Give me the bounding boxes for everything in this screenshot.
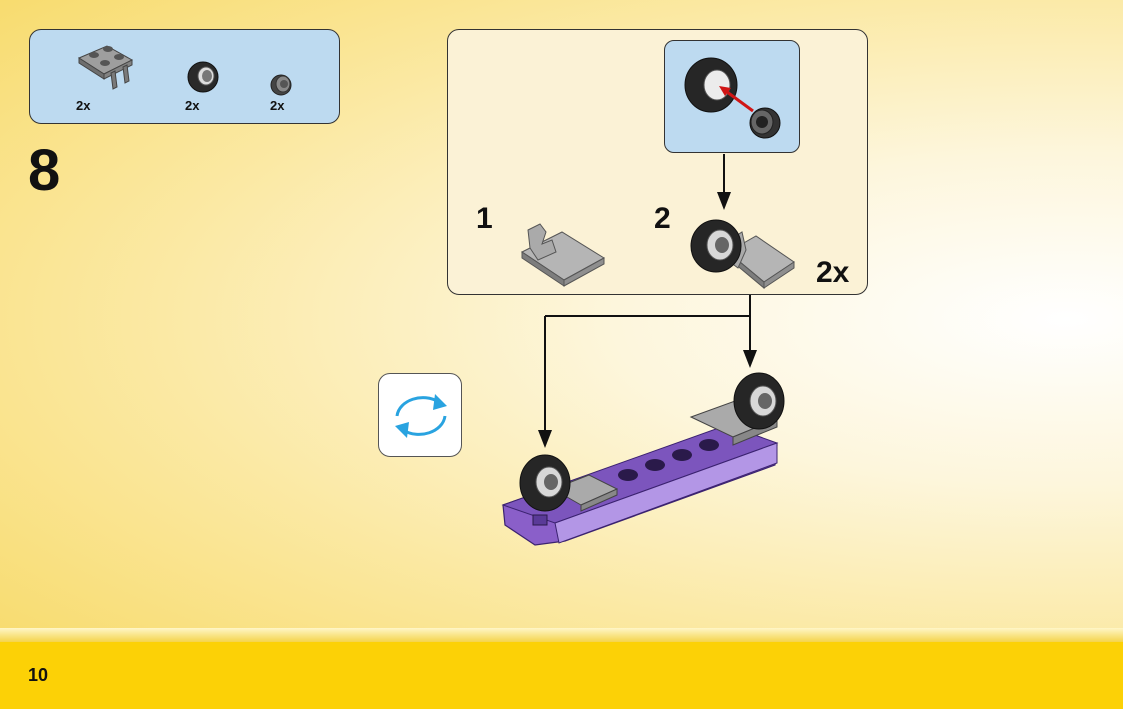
rotate-model-icon <box>378 373 462 457</box>
main-model-chassis <box>501 372 785 546</box>
tire-part <box>187 61 219 93</box>
parts-list-box: 2x 2x 2x <box>29 29 340 124</box>
sub-step-1-illustration <box>521 223 605 287</box>
tire-and-rim-illustration <box>684 57 781 139</box>
rotate-arrows-icon <box>395 394 447 438</box>
callout-arrow <box>717 154 731 210</box>
footer-stripe <box>0 628 1123 644</box>
sub-step-1-number: 1 <box>476 202 493 235</box>
callout-box <box>664 40 800 153</box>
wheel-rim-part <box>270 74 292 96</box>
plate-quantity: 2x <box>76 98 91 113</box>
footer-bar <box>0 642 1123 709</box>
tire-quantity: 2x <box>185 98 200 113</box>
sub-step-2-number: 2 <box>654 202 671 235</box>
page-number: 10 <box>28 665 49 685</box>
plate-with-clips-part <box>77 45 134 90</box>
rim-quantity: 2x <box>270 98 285 113</box>
sub-step-2-illustration <box>690 219 795 290</box>
step-number: 8 <box>28 138 61 203</box>
sub-assembly-multiplier: 2x <box>816 256 850 289</box>
